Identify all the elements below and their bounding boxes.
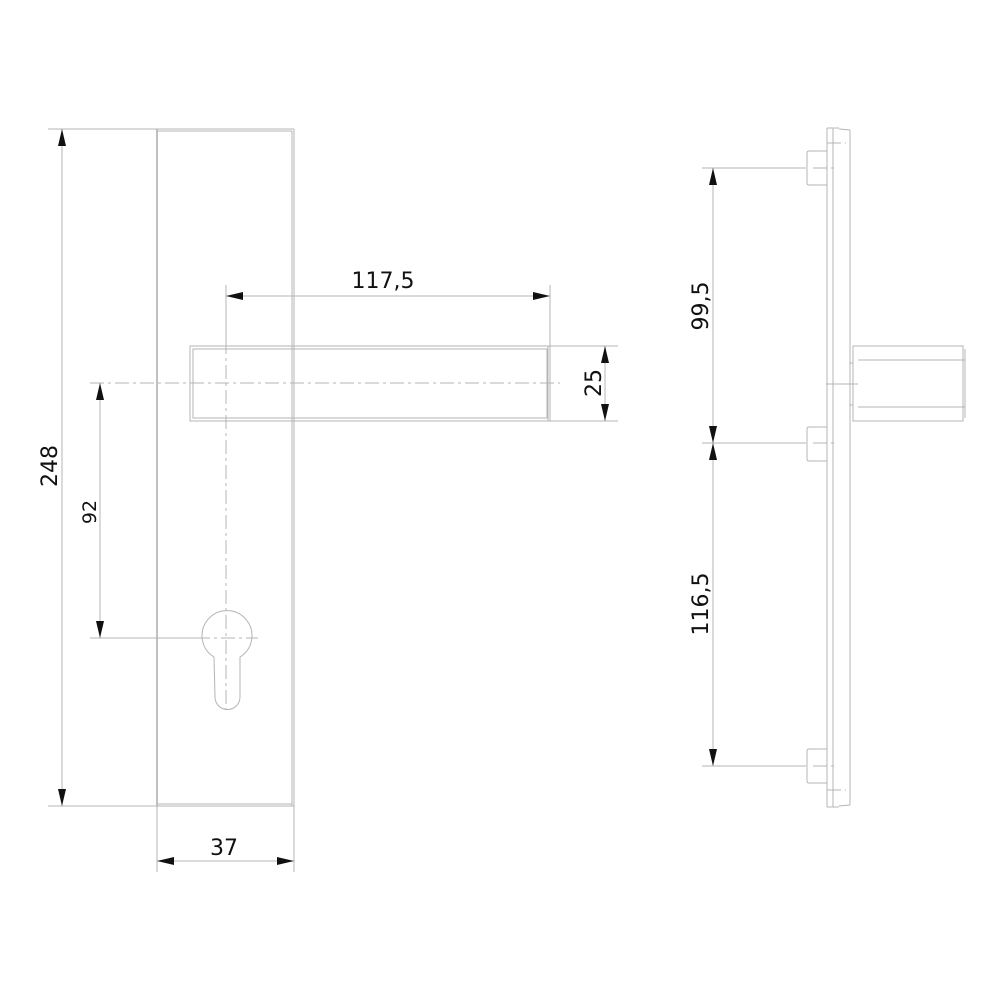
lower-fixing-boss	[806, 748, 835, 784]
dimension-label-plate-height: 248	[38, 445, 63, 487]
dimension-lever-to-cylinder: 92	[79, 383, 104, 638]
dimension-lever-to-lower-fixing: 116,5	[689, 443, 717, 766]
cylinder-cutout-icon	[201, 610, 253, 710]
dimension-label-upper-fixing-to-lever: 99,5	[689, 282, 714, 331]
dimension-plate-height: 248	[38, 128, 157, 807]
dimension-label-lever-to-lower-fixing: 116,5	[689, 573, 714, 636]
side-lever-neck	[826, 345, 966, 422]
dimension-lever-length: 117,5	[225, 269, 551, 346]
side-view: 99,5 116,5	[689, 127, 966, 808]
dimension-plate-width: 37	[156, 806, 295, 872]
front-view: 248 92 37 117,5	[38, 128, 618, 872]
side-plate	[826, 127, 851, 808]
dimension-upper-fixing-to-lever: 99,5	[689, 168, 717, 443]
dimension-label-lever-height: 25	[582, 369, 607, 397]
dimension-label-lever-length: 117,5	[352, 269, 415, 294]
middle-fixing-boss	[806, 426, 835, 462]
dimension-label-lever-to-cylinder: 92	[79, 500, 101, 524]
backplate	[156, 128, 295, 807]
dimension-lever-height: 25	[550, 345, 618, 422]
dimension-label-plate-width: 37	[210, 836, 238, 861]
upper-fixing-boss	[806, 150, 835, 186]
